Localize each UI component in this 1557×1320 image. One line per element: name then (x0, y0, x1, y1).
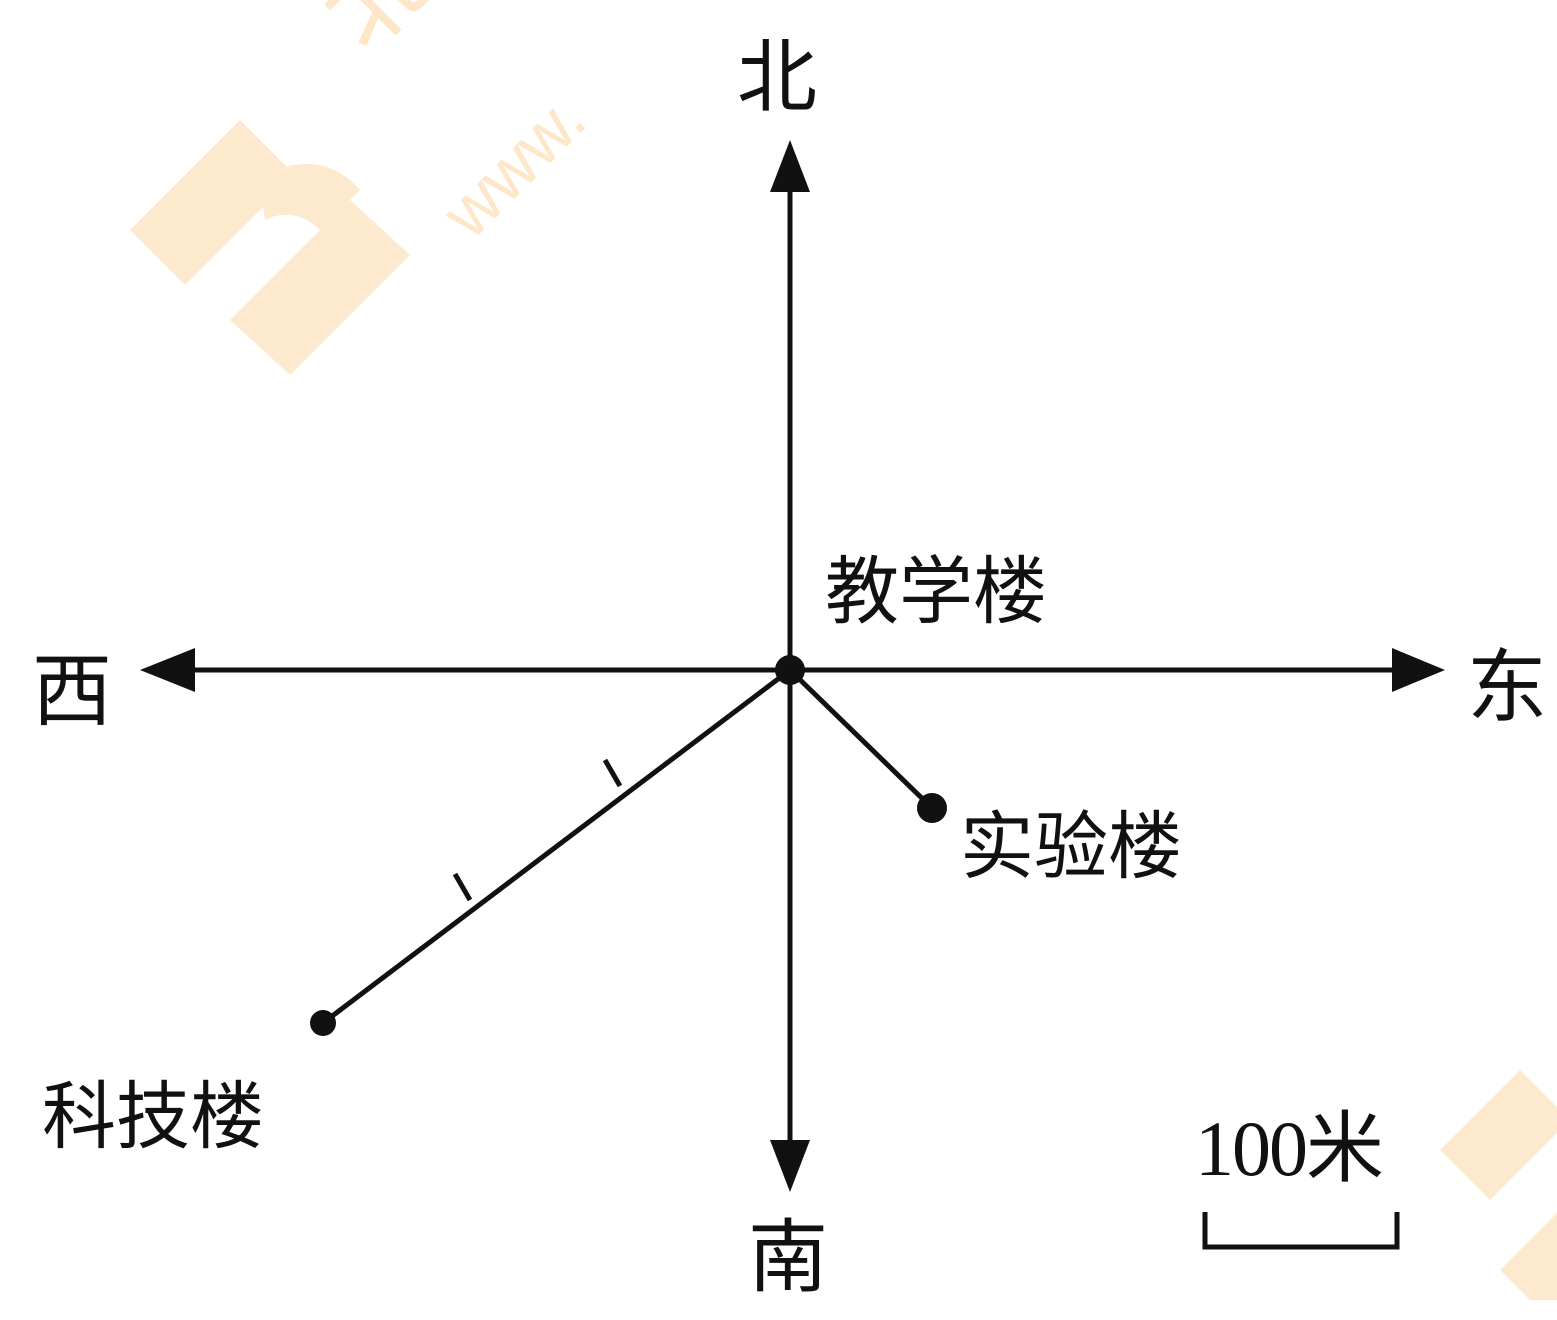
teaching-building-point (775, 655, 805, 685)
north-arrow-icon (770, 140, 810, 192)
south-label: 南 (748, 1211, 828, 1304)
teaching-building-label: 教学楼 (825, 549, 1047, 635)
north-label: 北 (737, 31, 817, 124)
segment-tick (452, 872, 473, 902)
scale-label: 100米 (1195, 1105, 1384, 1192)
watermark-logo-icon (130, 120, 410, 375)
path-to-lab (788, 668, 934, 810)
tech-building-label: 科技楼 (42, 1074, 264, 1160)
south-arrow-icon (770, 1140, 810, 1192)
east-label: 东 (1467, 641, 1547, 734)
segment-tick (602, 758, 623, 788)
west-arrow-icon (140, 648, 195, 692)
watermark-logo-icon-corner (1440, 1070, 1557, 1300)
west-label: 西 (32, 645, 112, 738)
tech-building-point (310, 1010, 336, 1036)
scale-bar (1202, 1212, 1400, 1250)
lab-building-label: 实验楼 (960, 804, 1182, 890)
lab-building-point (917, 793, 947, 823)
path-to-tech (321, 668, 792, 1025)
east-arrow-icon (1392, 648, 1445, 692)
